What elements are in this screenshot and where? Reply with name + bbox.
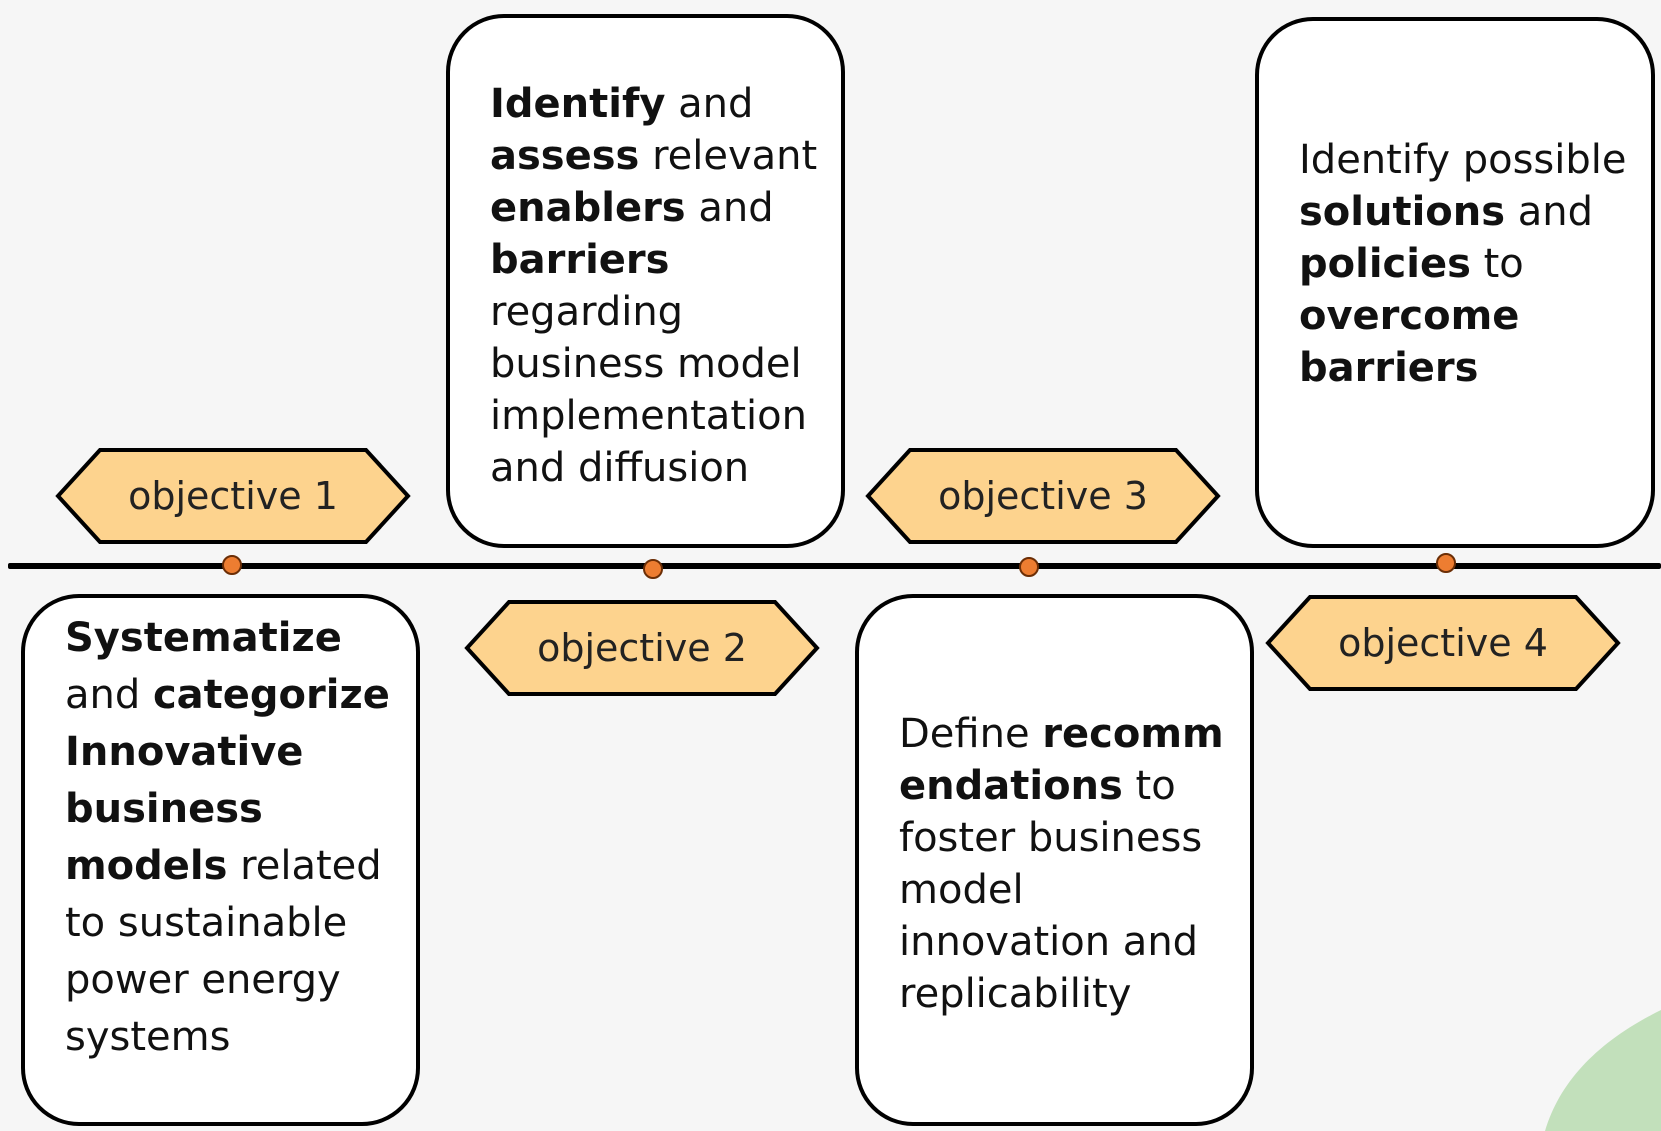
text-run: and [665,81,754,127]
text-run: related to sustainable power energy syst… [65,843,382,1060]
text-run: barriers [490,237,670,283]
objective-tag-label: objective 1 [128,474,338,518]
text-run: Define [899,711,1043,757]
text-run: and [685,185,774,231]
text-run: overcome barriers [1299,293,1520,391]
text-run: to foster business model innovation and … [899,763,1203,1017]
objective-card-text: Systematize and categorize Innovative bu… [65,610,396,1066]
text-run: to [1470,241,1524,287]
objective-card-text: Identify and assess relevant enablers an… [490,78,829,494]
timeline-axis [8,563,1661,569]
objective-tag-3: objective 3 [865,446,1221,546]
text-run: assess [490,133,640,179]
text-run: policies [1299,241,1471,287]
text-run: regarding business model implementation … [490,289,807,491]
objective-tag-label: objective 4 [1338,621,1548,665]
text-run: enablers [490,185,686,231]
objective-card-4: Identify possible solutions and policies… [1255,17,1655,548]
objective-card-2: Identify and assess relevant enablers an… [446,14,845,548]
text-run: relevant [639,133,818,179]
objective-tag-4: objective 4 [1265,593,1621,693]
text-run: recommendations [899,711,1224,809]
objective-tag-label: objective 2 [537,626,747,670]
text-run: Systematize [65,615,342,661]
timeline-marker-3 [1019,557,1039,577]
objective-card-text: Identify possible solutions and policies… [1299,134,1631,394]
objective-card-text: Define recommendations to foster busines… [899,708,1232,1020]
text-run: categorize Innovative business models [65,672,390,889]
objective-tag-label: objective 3 [938,474,1148,518]
timeline-marker-4 [1436,553,1456,573]
text-run: Identify [490,81,666,127]
text-run: and [65,672,153,718]
text-run: and [1505,189,1594,235]
timeline-marker-1 [222,555,242,575]
objective-card-1: Systematize and categorize Innovative bu… [21,594,420,1126]
objective-card-3: Define recommendations to foster busines… [855,594,1254,1126]
timeline-marker-2 [643,559,663,579]
text-run: solutions [1299,189,1506,235]
text-run: Identify possible [1299,137,1627,183]
objective-tag-1: objective 1 [55,446,411,546]
objective-tag-2: objective 2 [464,598,820,698]
